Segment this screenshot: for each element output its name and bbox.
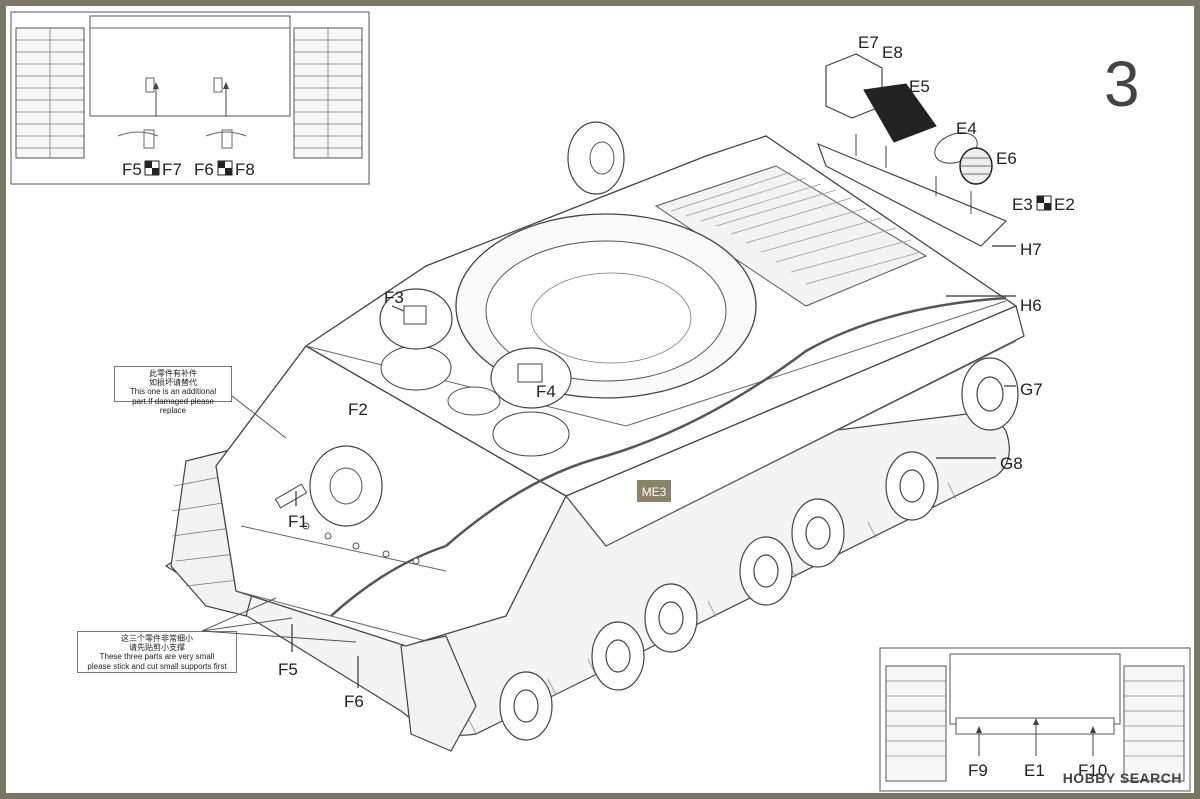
- pair-symbol-icon: [217, 160, 233, 176]
- label-e5: E5: [909, 77, 930, 96]
- inset-top-left: F5 F7 F6 F8: [10, 11, 370, 185]
- watermark-logo: HOBBY SEARCH: [1062, 770, 1182, 786]
- callout-spare-part: 此零件有补件 如损坏请替代 This one is an additional …: [114, 366, 232, 415]
- label-e8: E8: [882, 43, 903, 62]
- label-e6: E6: [996, 149, 1017, 168]
- label-f9: F9: [968, 761, 988, 780]
- leader-lines: [291, 245, 1016, 688]
- inset-label-f6: F6: [194, 160, 214, 179]
- label-f6: F6: [344, 692, 364, 711]
- callout-spare-en: This one is an additional part.If damage…: [129, 387, 217, 415]
- label-e3: E3: [1012, 195, 1033, 214]
- inset-label-f8: F8: [235, 160, 255, 179]
- label-f5: F5: [278, 660, 298, 679]
- tank-hull-drawing: ME3: [164, 121, 1025, 752]
- label-g7: G7: [1020, 380, 1043, 399]
- step-number: 3: [1104, 48, 1140, 120]
- label-f10: F10: [1078, 761, 1107, 780]
- pair-symbol-icon: [1036, 195, 1052, 211]
- label-f1: F1: [288, 512, 308, 531]
- label-h7: H7: [1020, 240, 1042, 259]
- e-parts-exploded: [825, 53, 993, 214]
- label-f2: F2: [348, 400, 368, 419]
- label-g8: G8: [1000, 454, 1023, 473]
- callout-small-parts: 这三个零件非常细小 请先贴剪小支撑 These three parts are …: [77, 631, 237, 673]
- label-h6: H6: [1020, 296, 1042, 315]
- label-e4: E4: [956, 119, 977, 138]
- label-e1: E1: [1024, 761, 1045, 780]
- instruction-sheet: F5 F7 F6 F8 3: [6, 6, 1194, 793]
- inset-label-f7: F7: [162, 160, 182, 179]
- label-f3: F3: [384, 288, 404, 307]
- callout-small-en: These three parts are very small please …: [87, 652, 227, 671]
- label-e2: E2: [1054, 195, 1075, 214]
- inset-label-f5: F5: [122, 160, 142, 179]
- assembly-diagram: F5 F7 F6 F8 3: [10, 11, 1191, 792]
- part-labels: E7 E8 E5 E4 E6 E3 E2 H7 H6 G7 G8 F3 F4 F…: [278, 33, 1075, 711]
- callout-spare-cn: 此零件有补件 如损坏请替代: [149, 369, 197, 388]
- callout-small-cn: 这三个零件非常细小 请先贴剪小支撑: [121, 634, 193, 653]
- label-e7: E7: [858, 33, 879, 52]
- pair-symbol-icon: [144, 160, 160, 176]
- label-f4: F4: [536, 382, 556, 401]
- hull-marking: ME3: [642, 485, 667, 499]
- inset-bottom-right: F9 E1 F10: [879, 647, 1191, 792]
